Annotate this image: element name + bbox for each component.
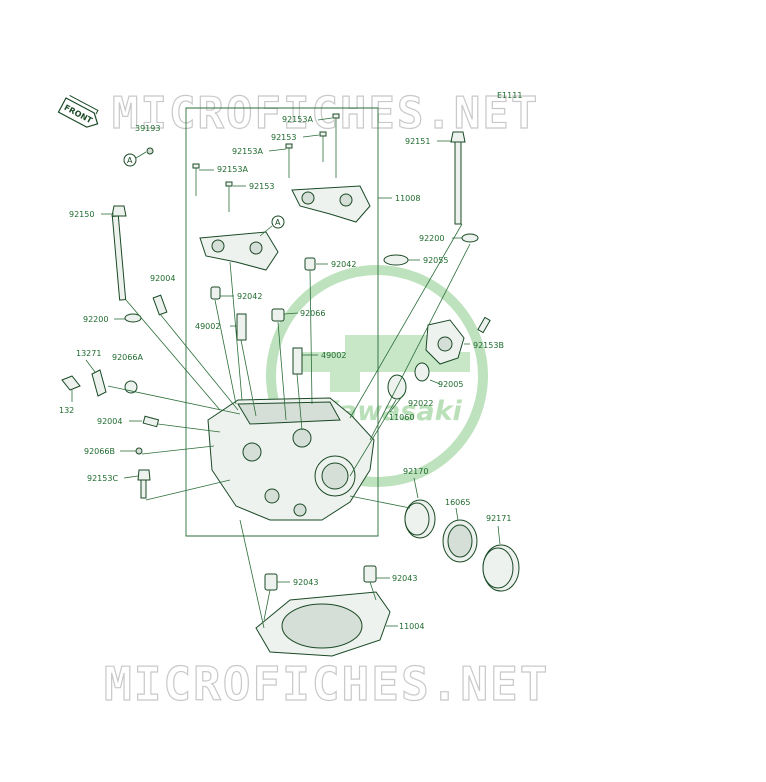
label-92153b: 92153B <box>473 341 504 350</box>
bolt-92153b <box>477 316 491 334</box>
dowel-92042-left <box>210 286 221 300</box>
o-ring-92022 <box>414 362 430 382</box>
bolt-92153a-mid <box>285 143 293 178</box>
svg-text:A: A <box>127 156 133 165</box>
dowel-92043-left <box>264 573 278 591</box>
label-92004-low: 92004 <box>97 417 122 426</box>
label-92150: 92150 <box>69 210 94 219</box>
valve-guide-49002-left <box>236 313 247 341</box>
dowel-92043-right <box>363 565 377 583</box>
bracket-13271 <box>91 369 107 397</box>
bolt-92153-top <box>319 131 327 162</box>
head-gasket-11004 <box>255 591 391 657</box>
cylinder-head <box>207 397 375 521</box>
bolt-132 <box>61 375 81 391</box>
label-92153c: 92153C <box>87 474 118 483</box>
label-92153a-low: 92153A <box>217 165 248 174</box>
label-92066b: 92066B <box>84 447 115 456</box>
stud-92004-low <box>142 415 160 428</box>
diagram-code: E1111 <box>497 91 522 100</box>
o-ring-92055 <box>383 254 409 266</box>
bolt-92151 <box>450 131 466 225</box>
callout-a-right: A <box>259 215 285 237</box>
label-11060: 11060 <box>389 413 414 422</box>
bolt-92150 <box>111 205 127 301</box>
label-11004: 11004 <box>399 622 424 631</box>
label-92022: 92022 <box>408 399 433 408</box>
camshaft-cap-lower <box>199 231 279 271</box>
label-92170: 92170 <box>403 467 428 476</box>
assembly-box <box>185 107 379 537</box>
label-92043-right: 92043 <box>392 574 417 583</box>
camshaft-cap-upper <box>291 185 371 223</box>
label-92153-top: 92153 <box>271 133 296 142</box>
label-13271: 13271 <box>76 349 101 358</box>
label-92200-left: 92200 <box>83 315 108 324</box>
label-92066: 92066 <box>300 309 325 318</box>
label-92200-right: 92200 <box>419 234 444 243</box>
watermark-top: MICROFICHES.NET <box>112 88 539 139</box>
dowel-92042-right <box>304 257 316 271</box>
front-arrow-icon: FRONT <box>57 94 99 128</box>
intake-boot-16065 <box>442 519 478 563</box>
label-92043-left: 92043 <box>293 578 318 587</box>
valve-guide-49002-mid <box>292 347 303 375</box>
label-132: 132 <box>59 406 74 415</box>
plug-92066b <box>135 447 143 455</box>
label-92153-low: 92153 <box>249 182 274 191</box>
label-16065: 16065 <box>445 498 470 507</box>
label-92171: 92171 <box>486 514 511 523</box>
label-92153a-mid: 92153A <box>232 147 263 156</box>
label-11008: 11008 <box>395 194 420 203</box>
label-39193: 39193 <box>135 124 160 133</box>
part-labels: 92153A 92153 92153A 92153A 92153 11008 9… <box>59 115 511 631</box>
watermark-bottom: MICROFICHES.NET <box>104 657 549 711</box>
label-92004-top: 92004 <box>150 274 175 283</box>
bolt-92153-low <box>225 181 233 212</box>
label-92153a-top: 92153A <box>282 115 313 124</box>
label-92042-left: 92042 <box>237 292 262 301</box>
washer-92200-right <box>461 233 479 243</box>
bolt-92153a-top <box>332 113 340 178</box>
spring-92066 <box>271 308 285 322</box>
leader-lines <box>71 117 501 629</box>
label-92066a: 92066A <box>112 353 143 362</box>
bolt-92153a-low <box>192 163 200 196</box>
label-49002-left: 49002 <box>195 322 220 331</box>
label-92055: 92055 <box>423 256 448 265</box>
label-92005: 92005 <box>438 380 463 389</box>
bolt-92153c <box>137 469 151 499</box>
callout-a-left: A <box>123 147 154 167</box>
label-92042-right: 92042 <box>331 260 356 269</box>
svg-text:A: A <box>275 218 281 227</box>
label-92151: 92151 <box>405 137 430 146</box>
label-49002-mid: 49002 <box>321 351 346 360</box>
stud-92004-top <box>152 294 168 316</box>
